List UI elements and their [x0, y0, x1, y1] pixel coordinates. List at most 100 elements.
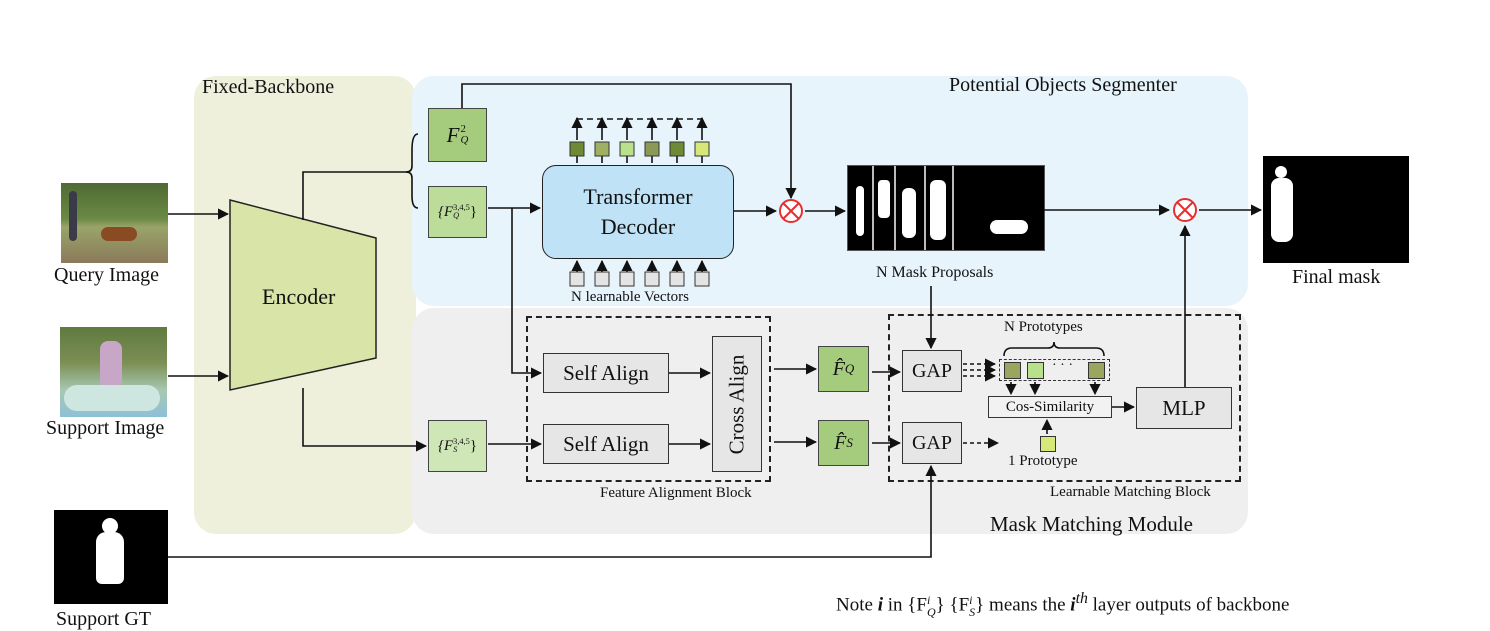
vector-out-square-1: [569, 141, 585, 157]
prototype-dots: · · ·: [1052, 358, 1073, 373]
alignment-block-label: Feature Alignment Block: [600, 485, 752, 501]
support-gt-label: Support GT: [56, 608, 151, 630]
cos-similarity-box: Cos-Similarity: [988, 396, 1112, 418]
note-s-sup: i: [969, 592, 973, 607]
vector-out-square-3: [619, 141, 635, 157]
proposal-mask-2: [878, 180, 890, 218]
vector-out-square-4: [644, 141, 660, 157]
vector-in-square-1: [569, 271, 585, 287]
fq345-close: }: [469, 203, 478, 220]
fq345-to-self-align-arrow: [511, 208, 543, 379]
final-merge-cross-b: [1176, 201, 1194, 219]
query-image-label: Query Image: [54, 264, 159, 286]
decoder-merge-cross-b: [782, 202, 800, 220]
note-i-1: i: [877, 594, 883, 616]
fs345-base: {F: [437, 437, 454, 454]
support-image-label: Support Image: [46, 417, 165, 439]
query-dog-shape: [101, 227, 137, 241]
vector-in-square-6: [694, 271, 710, 287]
proposal-divider-4: [952, 166, 954, 250]
fq2-sup: 2: [460, 123, 466, 136]
proposal-divider-3: [924, 166, 926, 250]
self-align-top-box: Self Align: [543, 353, 669, 393]
final-mask-label: Final mask: [1292, 266, 1381, 288]
proposal-divider-2: [894, 166, 896, 250]
mask-proposals-strip: [847, 165, 1045, 251]
proposal-mask-1: [856, 186, 864, 236]
support-gt-head: [102, 518, 118, 534]
prototype-cell-1: [1004, 362, 1021, 379]
fs-hat-base: F̂: [834, 431, 847, 454]
query-features-brace: [405, 133, 419, 209]
vector-out-square-2: [594, 141, 610, 157]
fq2-skip-arrow: [461, 83, 797, 200]
support-pool-shape: [64, 385, 160, 411]
prototype-cell-n: [1088, 362, 1105, 379]
support-gt-mask: [54, 510, 168, 604]
vector-in-square-3: [619, 271, 635, 287]
note-in: in {F: [882, 594, 927, 616]
fq345-sub: Q: [453, 211, 460, 220]
one-prototype-cell: [1040, 436, 1056, 452]
support-gt-body: [96, 532, 124, 584]
decoder-label-line1: Transformer: [583, 184, 693, 209]
fq-hat-sub: Q: [844, 361, 855, 376]
fs345-close: }: [469, 437, 478, 454]
self-align-bottom-box: Self Align: [543, 424, 669, 464]
backbone-label: Fixed-Backbone: [202, 76, 335, 98]
vector-in-square-2: [594, 271, 610, 287]
query-person-shape: [69, 191, 77, 241]
proposal-mask-4: [930, 180, 946, 240]
vector-in-square-4: [644, 271, 660, 287]
cross-align-box: Cross Align: [712, 336, 762, 472]
one-prototype-label: 1 Prototype: [1008, 453, 1078, 469]
note-s-sub: S: [969, 604, 976, 619]
support-gt-to-gap-arrow: [168, 464, 937, 558]
note-i-2: i: [1070, 594, 1076, 616]
proposal-divider-1: [872, 166, 874, 250]
note-suffix: layer outputs of backbone: [1087, 594, 1290, 616]
fs-hat-sub: S: [846, 435, 853, 450]
fq2-base: F: [446, 122, 460, 147]
matching-module-label: Mask Matching Module: [990, 512, 1193, 536]
query-image: [61, 183, 168, 263]
segmenter-label: Potential Objects Segmenter: [949, 74, 1177, 96]
fs345-sub: S: [453, 445, 458, 454]
proposal-mask-5: [990, 220, 1028, 234]
gap-top-box: GAP: [902, 350, 962, 392]
fq2-sub: Q: [460, 134, 469, 146]
gap-bottom-box: GAP: [902, 422, 962, 464]
decoder-label-line2: Decoder: [600, 214, 676, 239]
proposal-mask-3: [902, 188, 916, 238]
encoder-to-support-features-arrow: [302, 388, 428, 452]
encoder-to-query-features-line: [302, 171, 410, 220]
note-mid: } {F: [935, 594, 970, 616]
encoder-label: Encoder: [262, 284, 336, 309]
vector-in-square-5: [669, 271, 685, 287]
note-q-sub: Q: [926, 604, 936, 619]
final-mask-image: [1263, 156, 1409, 263]
mlp-box: MLP: [1136, 387, 1232, 429]
learnable-vectors-label: N learnable Vectors: [571, 289, 690, 305]
n-prototypes-dashed-group: [999, 359, 1110, 381]
final-mask-head: [1275, 166, 1287, 178]
note-means: } means the: [975, 594, 1071, 616]
final-mask-body: [1271, 178, 1293, 242]
fs345-sup: 3,4,5: [453, 436, 470, 446]
matching-block-label: Learnable Matching Block: [1050, 484, 1211, 500]
note-th: th: [1075, 590, 1088, 607]
fq-hat-base: F̂: [832, 357, 845, 380]
vector-out-square-6: [694, 141, 710, 157]
vector-out-square-5: [669, 141, 685, 157]
feature-alignment-block: [526, 316, 771, 482]
fq345-base: {F: [437, 203, 454, 220]
prototype-cell-2: [1027, 362, 1044, 379]
transformer-decoder-box: Transformer Decoder: [542, 165, 734, 259]
mask-proposals-label: N Mask Proposals: [876, 264, 994, 281]
